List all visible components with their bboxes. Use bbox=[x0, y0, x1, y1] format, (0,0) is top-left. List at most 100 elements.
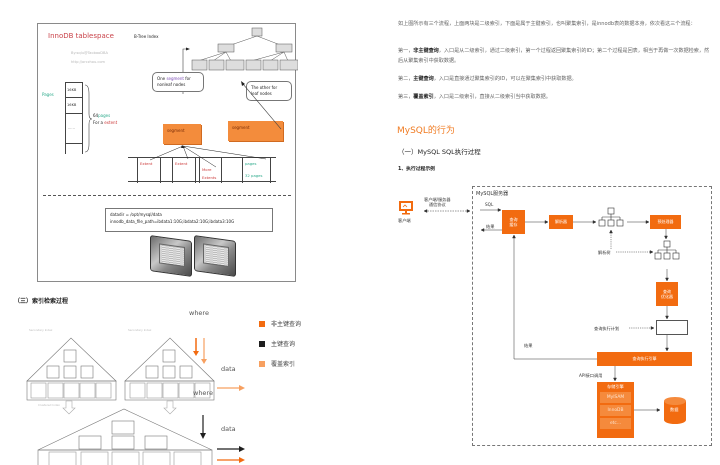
btree-internal-node bbox=[275, 43, 293, 53]
secondary-index-caption: Secondary Index bbox=[128, 328, 152, 332]
page-cell: 16KB bbox=[66, 82, 82, 98]
legend-swatch bbox=[259, 360, 265, 367]
legend-item-primary: 主键查询 bbox=[259, 339, 301, 348]
segment-leaf: segment bbox=[228, 121, 283, 141]
btree-leaf-node bbox=[225, 59, 245, 71]
innodb-tablespace-figure: InnoDB tablespace By:sqlu@TaobaoDBA http… bbox=[37, 23, 298, 282]
index-retrieval-diagram bbox=[26, 337, 245, 465]
intro-paragraph: 如上图所示有三个流程，上面两块是二级索引，下面是属于主键索引，也叫聚集索引，是i… bbox=[398, 21, 696, 27]
config-data-file-path: innodb_data_file_path=ibdata1:10G;ibdata… bbox=[110, 219, 235, 224]
btree-leaf-node bbox=[279, 59, 298, 71]
preprocessor-box: 预处理器 bbox=[650, 215, 681, 229]
data-arrow-nonprimary bbox=[239, 457, 245, 463]
subsubsection-heading: 1、执行过程示例 bbox=[398, 167, 435, 172]
secondary-index-left bbox=[26, 337, 117, 401]
hard-disk-icon bbox=[150, 235, 192, 277]
parser-box: 解析器 bbox=[549, 215, 573, 229]
server-label: MySQL服务器 bbox=[476, 191, 509, 197]
page-cell: ...... bbox=[66, 114, 82, 144]
data-label: 数据 bbox=[670, 407, 679, 412]
storage-item-innodb: InnoDB bbox=[600, 405, 631, 416]
api-call-label: API接口调用 bbox=[579, 373, 603, 378]
exec-plan-box bbox=[656, 320, 688, 335]
parse-tree-icon bbox=[654, 240, 680, 260]
storage-engine-title: 存储引擎 bbox=[607, 384, 624, 389]
exec-engine-box: 查询执行引擎 bbox=[597, 352, 692, 366]
database-cylinder-icon bbox=[664, 397, 686, 424]
protocol-label: 客户端/服务器 通信协议 bbox=[424, 197, 451, 207]
paragraph-covering: 第三，覆盖索引，入口是二级索引，直接从二级索引当中获取数据。 bbox=[398, 94, 551, 100]
btree-root-node bbox=[251, 27, 263, 37]
figure-separator bbox=[43, 195, 291, 196]
optimizer-box: 查询 优化器 bbox=[656, 282, 678, 306]
btree-leaf-node bbox=[208, 59, 225, 71]
leaf-segment-arrow bbox=[241, 81, 282, 130]
leaf-segment-bubble: The other for leaf nodes bbox=[246, 81, 292, 101]
sql-label: SQL bbox=[485, 202, 494, 207]
exec-plan-label: 查询执行计划 bbox=[594, 326, 620, 331]
btree-internal-node bbox=[217, 43, 235, 53]
subsection-heading: （一）MySQL SQL执行过程 bbox=[398, 148, 481, 156]
figure-url: http://orczhou.com bbox=[71, 60, 106, 64]
data-label: data bbox=[221, 365, 236, 373]
parse-tree-icon bbox=[598, 207, 624, 227]
data-arrow-covering bbox=[239, 385, 245, 391]
extent-cell: More Extents bbox=[199, 158, 221, 183]
hard-disk-icon bbox=[194, 235, 236, 277]
data-label: data bbox=[221, 425, 236, 433]
clustered-index-caption: Clustered Index bbox=[38, 403, 60, 407]
flow-connectors bbox=[423, 207, 680, 412]
storage-engine-box: 存储引擎 MyISAM InnoDB etc... bbox=[597, 382, 634, 438]
where-label: where bbox=[193, 389, 213, 397]
config-datadir: datadir = /opt/mysql/data bbox=[110, 212, 162, 217]
btree-leaf-node bbox=[191, 59, 208, 71]
data-arrow-primary bbox=[239, 446, 245, 452]
where-arrow-primary bbox=[200, 433, 206, 439]
extent-cell: Extent bbox=[137, 158, 161, 183]
secondary-index-right bbox=[124, 337, 215, 401]
extent-cell: Extent bbox=[172, 158, 196, 183]
segment-nonleaf: segment bbox=[163, 124, 201, 144]
figure-title: InnoDB tablespace bbox=[48, 32, 114, 40]
paragraph-nonprimary: 第一，非主键查询，入口是从二级索引，通过二级索引，第一个过程返回聚集索引的ID；… bbox=[398, 48, 710, 64]
result-label-2: 结果 bbox=[524, 343, 533, 348]
where-label: where bbox=[189, 309, 209, 317]
secondary-index-caption: Secondary Index bbox=[29, 328, 53, 332]
pages-label: Pages bbox=[42, 92, 54, 97]
page-cell: 16KB bbox=[66, 98, 82, 114]
clustered-index bbox=[37, 408, 213, 465]
legend-swatch bbox=[259, 340, 265, 347]
btree-leaf-node bbox=[262, 59, 279, 71]
pages-column: 16KB 16KB ...... bbox=[65, 82, 83, 154]
index-legend: 非主键查询 主键查询 覆盖索引 bbox=[259, 319, 301, 368]
extent-row: Extent Extent More Extents pages 32 page… bbox=[128, 157, 276, 183]
client-label: 客户端 bbox=[398, 218, 411, 223]
config-box: datadir = /opt/mysql/data innodb_data_fi… bbox=[105, 208, 273, 232]
extent-brace bbox=[84, 84, 92, 153]
client-monitor-icon bbox=[399, 201, 413, 215]
query-cache-box: 查询 缓存 bbox=[502, 210, 525, 234]
where-arrow-covering bbox=[201, 359, 207, 364]
legend-item-nonprimary: 非主键查询 bbox=[259, 319, 301, 328]
parse-tree-label: 解析树 bbox=[598, 250, 611, 255]
result-label: 结果 bbox=[486, 224, 495, 229]
storage-item-myisam: MyISAM bbox=[600, 392, 631, 403]
hollow-down-arrow bbox=[163, 400, 177, 415]
btree-diagram bbox=[182, 27, 298, 94]
extent-cell: pages 32 pages bbox=[243, 158, 271, 183]
index-retrieval-title: （三）索引检索过程 bbox=[14, 298, 69, 305]
extent-to-segment-arrows bbox=[149, 145, 267, 168]
mysql-server-frame bbox=[472, 186, 712, 446]
legend-item-covering: 覆盖索引 bbox=[259, 359, 301, 368]
btree-label: B-Tree Index bbox=[134, 34, 159, 39]
legend-swatch bbox=[259, 320, 265, 327]
nonleaf-segment-bubble: One segment for nonleaf nodes bbox=[152, 72, 204, 92]
hollow-down-arrow bbox=[62, 400, 76, 415]
btree-leaf-node bbox=[245, 59, 262, 71]
section-heading: MySQL的行为 bbox=[397, 126, 455, 136]
extent-cell bbox=[221, 158, 243, 183]
storage-item-etc: etc... bbox=[600, 418, 631, 429]
figure-byline: By:sqlu@TaobaoDBA bbox=[71, 51, 108, 55]
paragraph-primary: 第二，主键查询，入口是直接通过聚集索引的ID，可以在聚集索引中获取数据。 bbox=[398, 76, 577, 82]
extent-note: 64pages For a extent bbox=[93, 113, 118, 125]
